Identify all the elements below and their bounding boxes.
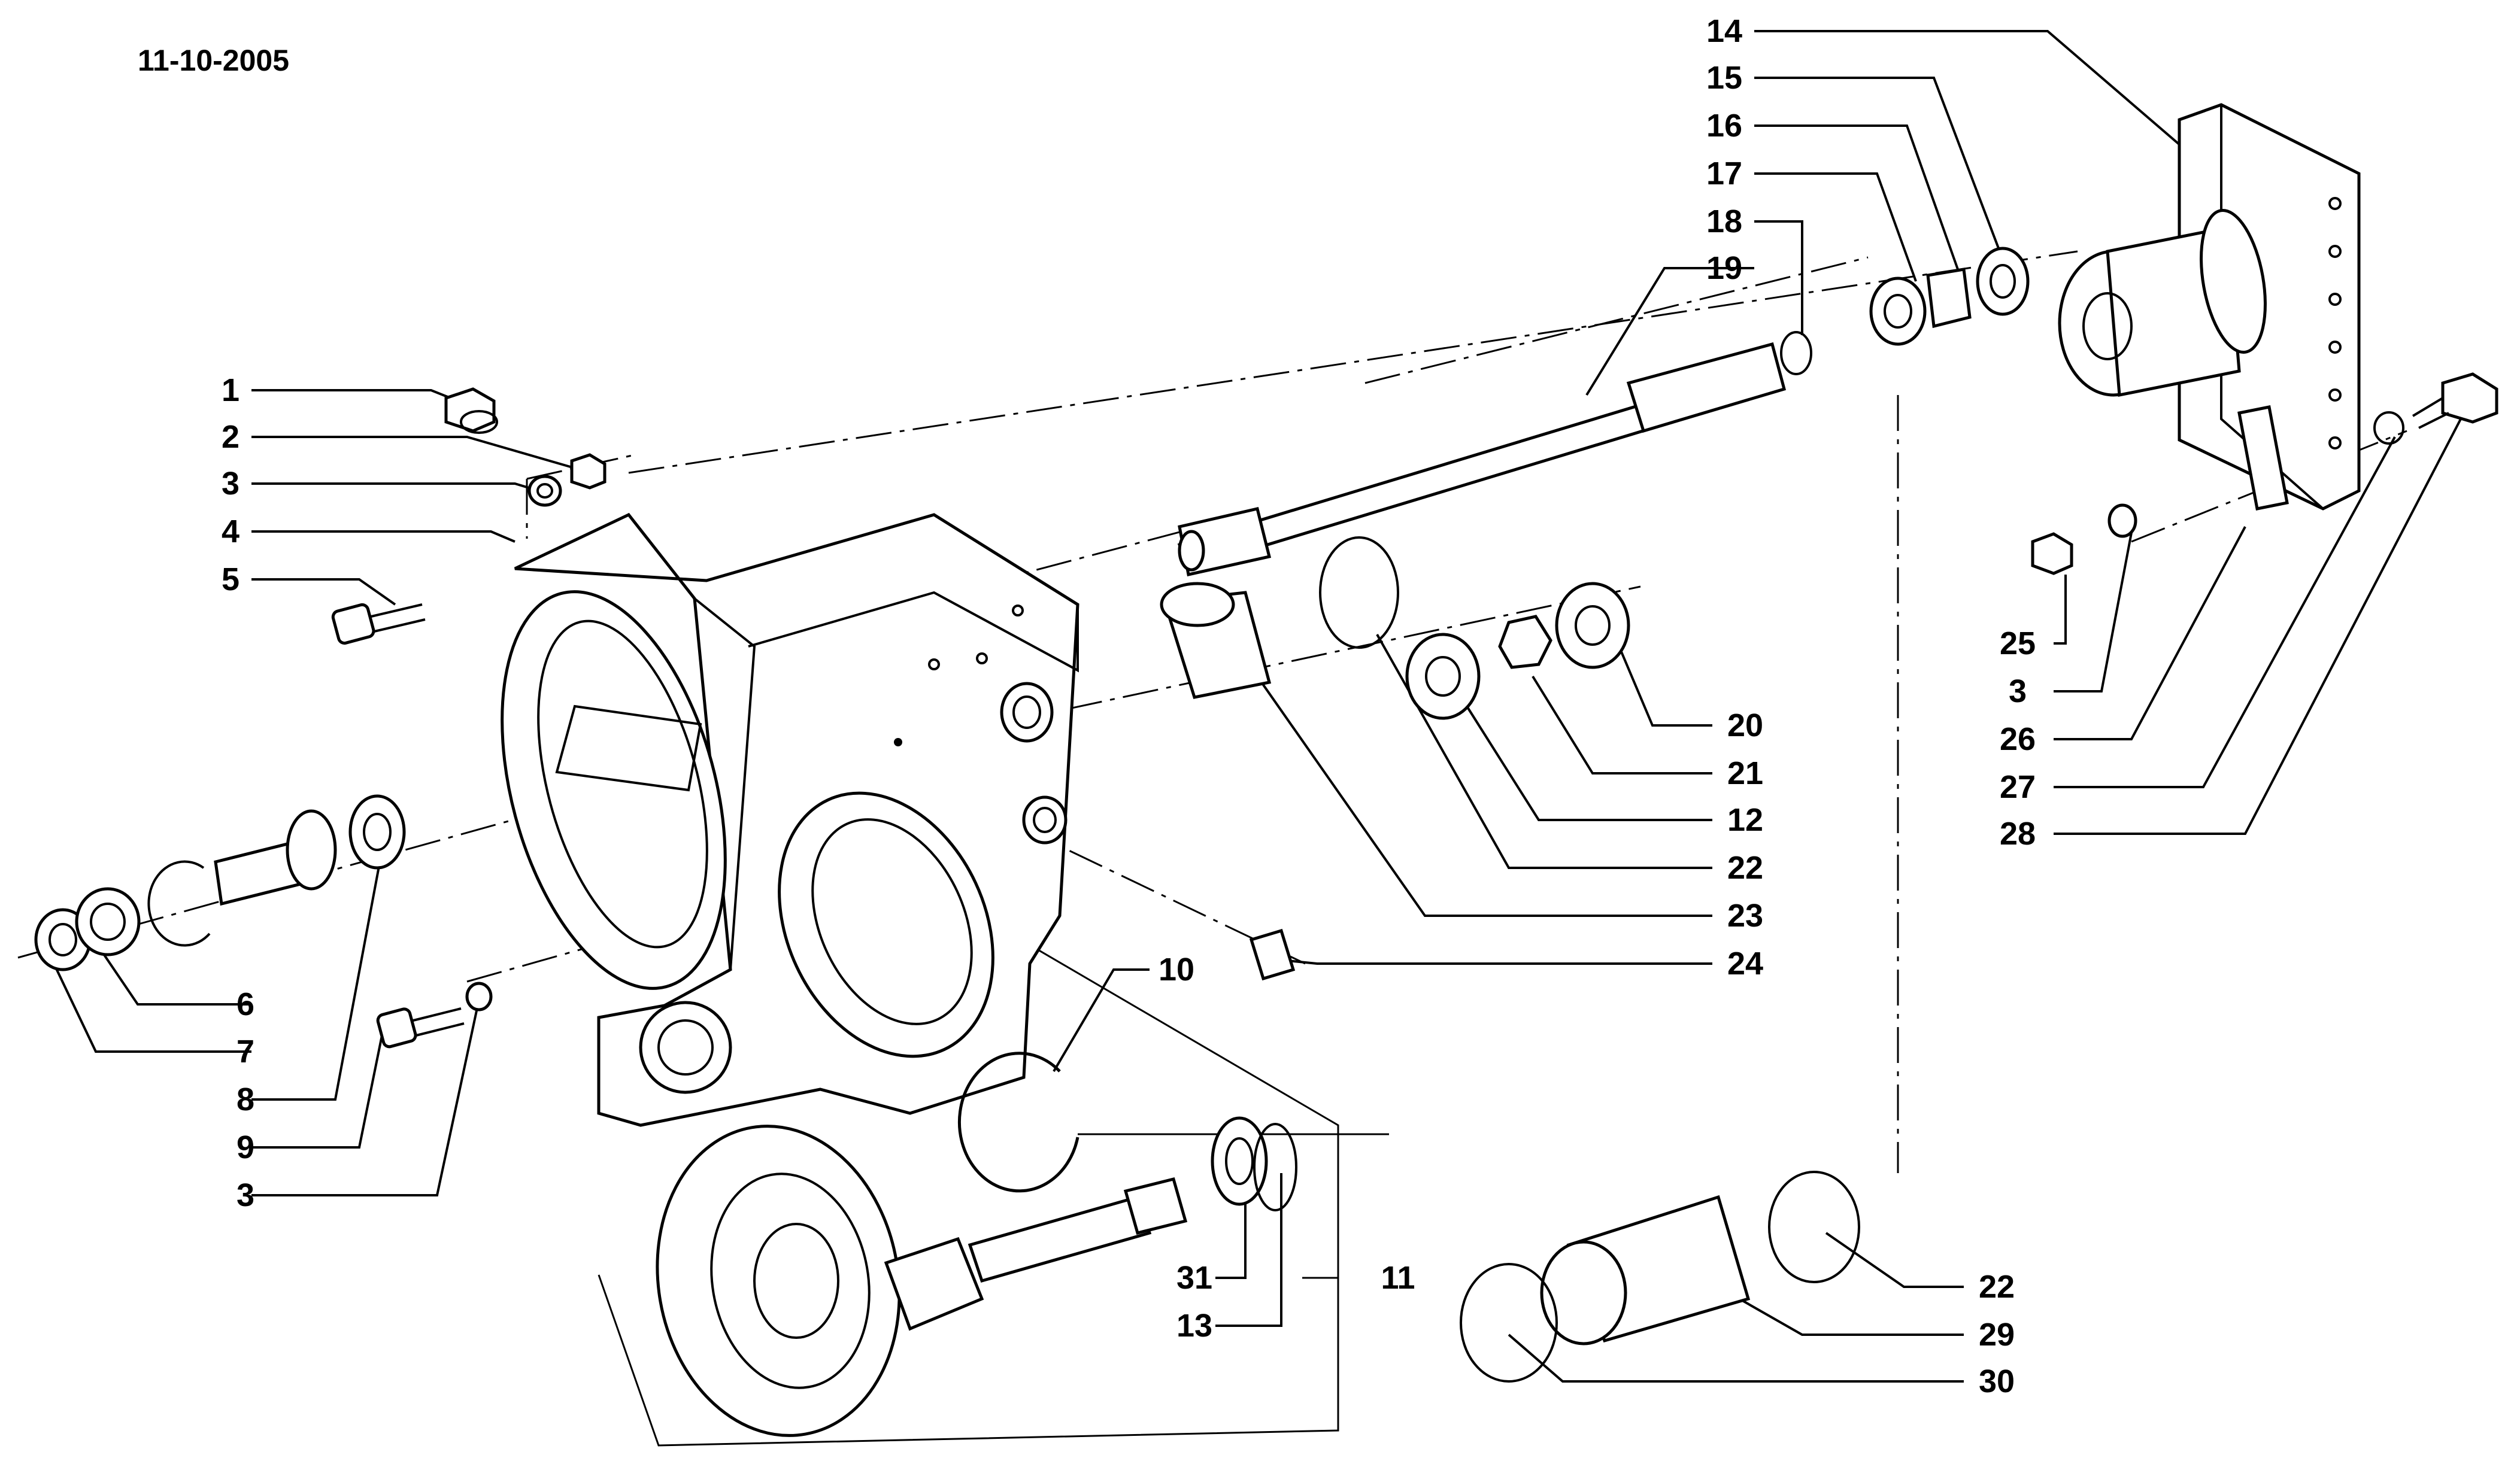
callout-21: 21 <box>1727 755 1763 791</box>
callout-18: 18 <box>1706 203 1742 239</box>
washer-part-3a <box>527 475 562 507</box>
leader-lines <box>53 30 2462 1447</box>
nut-part-25 <box>2031 532 2073 575</box>
plug-part-24 <box>1249 928 1296 981</box>
callout-labels: 1 2 3 4 5 6 7 8 9 3 10 11 31 13 14 15 16… <box>222 13 2036 1399</box>
bush-part-16 <box>1926 268 1972 329</box>
screw-part-28 <box>2412 372 2498 429</box>
callout-12: 12 <box>1727 802 1763 838</box>
callout-17: 17 <box>1706 156 1742 192</box>
callout-31: 31 <box>1176 1260 1212 1296</box>
seal-part-15 <box>1976 247 2030 316</box>
bearing-part-31 <box>1211 1116 1268 1206</box>
bearing-part-20 <box>1555 582 1630 669</box>
shaft-part-19 <box>1177 342 1787 577</box>
sleeve-part-29 <box>1540 1195 1751 1345</box>
parts <box>34 103 2498 1437</box>
circlip-part-10 <box>957 1052 1079 1193</box>
callout-3-right: 3 <box>2009 673 2027 709</box>
callout-3: 3 <box>222 466 239 502</box>
nut-part-21 <box>1498 615 1552 669</box>
oring-part-22b <box>1768 1171 1860 1283</box>
callout-28: 28 <box>2000 816 2036 852</box>
callout-16: 16 <box>1706 108 1742 144</box>
plug-part-1 <box>444 387 498 434</box>
callout-29: 29 <box>1979 1317 2015 1353</box>
washer-part-3b <box>465 982 493 1012</box>
callout-9: 9 <box>236 1129 254 1165</box>
callout-25: 25 <box>2000 625 2036 661</box>
callout-22-upper: 22 <box>1727 850 1763 886</box>
callout-10: 10 <box>1159 952 1194 988</box>
bevel-gear-set <box>656 1125 1188 1437</box>
ring-part-13 <box>1253 1123 1297 1211</box>
callout-2: 2 <box>222 419 239 455</box>
callout-30: 30 <box>1979 1363 2015 1399</box>
callout-3-bottom: 3 <box>236 1177 254 1213</box>
callout-26: 26 <box>2000 721 2036 757</box>
callout-11: 11 <box>1381 1260 1415 1296</box>
callout-6: 6 <box>236 986 254 1022</box>
callout-5: 5 <box>222 561 239 597</box>
callout-15: 15 <box>1706 60 1742 96</box>
bearing-part-17 <box>1869 277 1927 346</box>
callout-4: 4 <box>222 514 239 549</box>
callout-19: 19 <box>1706 250 1742 286</box>
ring-part-18 <box>1780 331 1812 375</box>
bearing-part-8 <box>348 794 406 870</box>
callout-8: 8 <box>236 1082 254 1117</box>
callout-13: 13 <box>1176 1308 1212 1344</box>
washer-part-3c <box>2107 503 2137 538</box>
callout-7: 7 <box>236 1034 254 1070</box>
screw-part-5 <box>331 603 426 645</box>
bearing-part-12 <box>1405 633 1481 720</box>
callout-14: 14 <box>1706 13 1742 49</box>
diagram-date: 11-10-2005 <box>138 44 289 77</box>
screw-part-9 <box>376 1007 465 1049</box>
oring-part-22a <box>1319 536 1399 649</box>
washer-part-27 <box>2373 411 2404 445</box>
callout-20: 20 <box>1727 707 1763 743</box>
circlip-left <box>147 860 211 947</box>
oring-part-30 <box>1460 1263 1558 1383</box>
nut-part-2 <box>570 453 607 490</box>
callout-22-lower: 22 <box>1979 1269 2015 1305</box>
callout-23: 23 <box>1727 898 1763 934</box>
callout-1: 1 <box>222 372 239 408</box>
callout-24: 24 <box>1727 946 1763 982</box>
gearbox-housing <box>501 512 1079 1127</box>
stub-shaft <box>214 809 337 906</box>
sleeve-part-23 <box>1160 582 1272 699</box>
callout-27: 27 <box>2000 769 2036 805</box>
bearing-part-6 <box>75 887 141 956</box>
bracket-part-14 <box>2058 103 2361 511</box>
